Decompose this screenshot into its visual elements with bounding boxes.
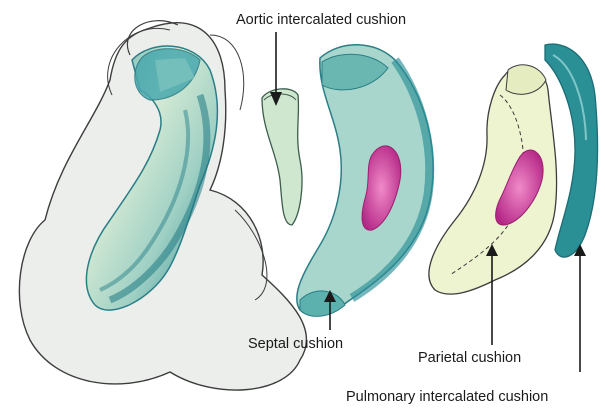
label-aortic-intercalated-cushion: Aortic intercalated cushion xyxy=(236,12,406,28)
arrow-aortic xyxy=(270,32,282,106)
arrow-pulmonary xyxy=(574,244,586,372)
label-parietal-cushion: Parietal cushion xyxy=(418,350,521,366)
label-pulmonary-intercalated-cushion: Pulmonary intercalated cushion xyxy=(346,389,548,405)
septal-cushion xyxy=(297,45,433,317)
label-septal-cushion: Septal cushion xyxy=(248,336,343,352)
aortic-intercalated-cushion xyxy=(262,89,302,225)
